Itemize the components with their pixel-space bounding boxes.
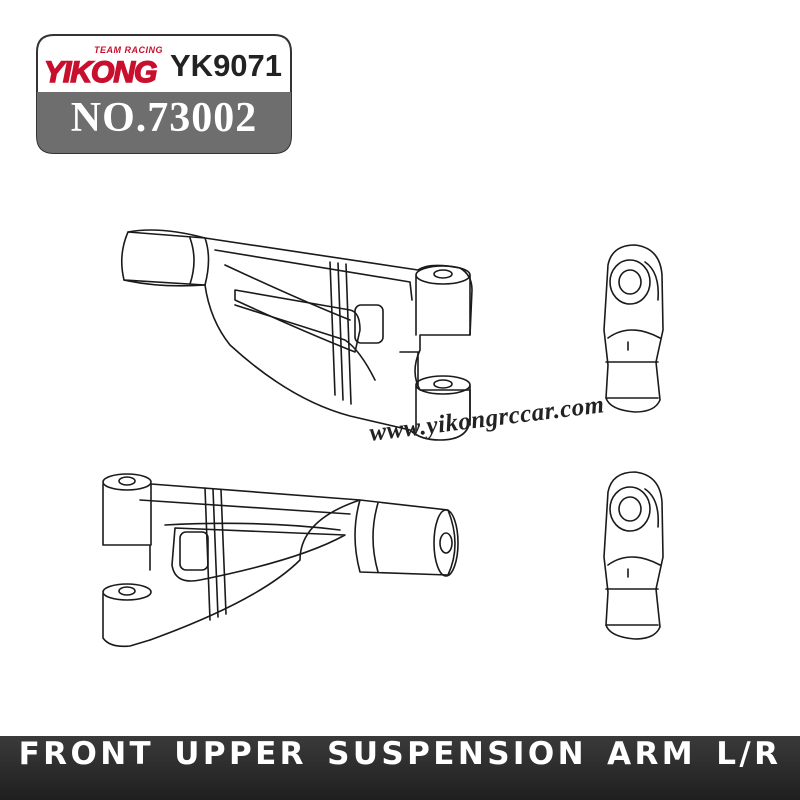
- part-number: NO.73002: [70, 95, 258, 141]
- part-badge: TEAM RACING YIKONG YK9071 NO.73002: [36, 34, 292, 154]
- badge-frame: [36, 34, 292, 154]
- parts-drawing: [102, 229, 664, 648]
- suspension-arm-left: [120, 229, 473, 441]
- yikong-logo: TEAM RACING YIKONG: [42, 44, 200, 90]
- logo-tagline: TEAM RACING: [94, 45, 163, 55]
- rod-end-top: [603, 244, 664, 413]
- model-number: YK9071: [170, 48, 283, 83]
- rod-end-bottom: [603, 471, 664, 640]
- suspension-arm-right: [102, 473, 459, 648]
- logo-wordmark: YIKONG: [43, 55, 158, 90]
- product-title: FRONT UPPER SUSPENSION ARM L/R: [18, 736, 782, 772]
- footer-bar: FRONT UPPER SUSPENSION ARM L/R: [0, 736, 800, 800]
